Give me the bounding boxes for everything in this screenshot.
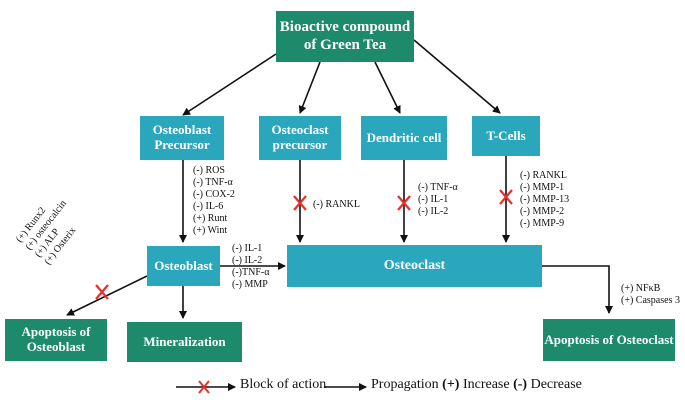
osteoblast-precursor-effects: (-) ROS (-) TNF-α (-) COX-2 (-) IL-6 (+)… [193, 165, 235, 237]
effect-item: (-) RANKL [520, 170, 567, 181]
effect-item: (-) IL-2 [418, 206, 449, 217]
osteoclast-apoptosis-effects: (+) NFκB (+) Caspases 3 [621, 283, 680, 307]
legend-decrease-label: Decrease [530, 377, 582, 392]
effect-item: (-) MMP-9 [520, 218, 565, 229]
effect-item: (+) Runt [193, 213, 228, 224]
block-mark-osteoblast-apoptosis [95, 284, 109, 300]
legend-increase-symbol: (+) [442, 377, 460, 392]
node-osteoblast: Osteoblast [147, 246, 220, 286]
osteoblast-to-osteoclast-effects: (-) IL-1 (-) IL-2 (-)TNF-α (-) MMP [232, 243, 269, 291]
effect-item: (-) MMP-13 [520, 194, 570, 205]
effect-item: (-) COX-2 [193, 189, 235, 200]
node-osteoclast: Osteoclast [287, 245, 542, 287]
edge-source-to-dendritic-cell [374, 61, 401, 114]
block-mark-dendritic [397, 195, 411, 211]
node-apoptosis-osteoblast: Apoptosis of Osteoblast [5, 319, 107, 361]
effect-item: (-) IL-1 [418, 194, 449, 205]
osteoclast-precursor-effects: (-) RANKL [313, 199, 360, 211]
effect-item: (-) MMP-1 [520, 182, 565, 193]
effect-item: (-) ROS [193, 165, 225, 176]
effect-item: (-) IL-1 [232, 243, 263, 254]
effect-item: (-) IL-6 [193, 201, 224, 212]
effect-item: (+) Wint [193, 225, 228, 236]
effect-item: (-) MMP-2 [520, 206, 565, 217]
node-mineralization: Mineralization [127, 322, 242, 362]
effect-item: (+) Caspases 3 [621, 295, 680, 306]
effect-item: (-) TNF-α [193, 177, 233, 188]
edge-osteoclast-to-apoptosis [542, 265, 613, 314]
node-dendritic-cell: Dendritic cell [361, 116, 447, 160]
dendritic-effects: (-) TNF-α (-) IL-1 (-) IL-2 [418, 182, 458, 218]
edge-osteoblast-to-apoptosis [66, 275, 148, 316]
effect-item: (+) NFκB [621, 283, 661, 294]
effect-item: (-) MMP [232, 279, 268, 290]
node-osteoblast-precursor: Osteoblast Precursor [140, 116, 224, 160]
legend-increase-label: Increase [462, 377, 510, 392]
t-cell-effects: (-) RANKL (-) MMP-1 (-) MMP-13 (-) MMP-2… [520, 170, 569, 230]
edge-source-to-osteoblast-precursor [182, 53, 277, 116]
legend-block-mark [198, 380, 210, 394]
effect-item: (-) TNF-α [418, 182, 458, 193]
block-mark-osteoclast-precursor [293, 195, 307, 211]
edge-source-to-t-cells [413, 39, 501, 114]
legend-propagation-label: Propagation [371, 377, 439, 392]
legend-propagation-group: Propagation (+) Increase (-) Decrease [371, 377, 582, 393]
legend-decrease-symbol: (-) [513, 377, 528, 392]
edge-source-to-osteoclast-precursor [298, 61, 321, 114]
effect-item: (-) IL-2 [232, 255, 263, 266]
node-apoptosis-osteoclast: Apoptosis of Osteoclast [543, 319, 675, 361]
effect-item: (-)TNF-α [232, 267, 270, 278]
legend-block-label: Block of action [240, 377, 327, 392]
node-t-cells: T-Cells [472, 116, 540, 156]
node-osteoclast-precursor: Osteoclast precursor [259, 116, 341, 160]
effect-item: (-) RANKL [313, 199, 360, 210]
block-mark-t-cells [499, 189, 513, 205]
node-green-tea-compound: Bioactive compound of Green Tea [276, 11, 414, 62]
